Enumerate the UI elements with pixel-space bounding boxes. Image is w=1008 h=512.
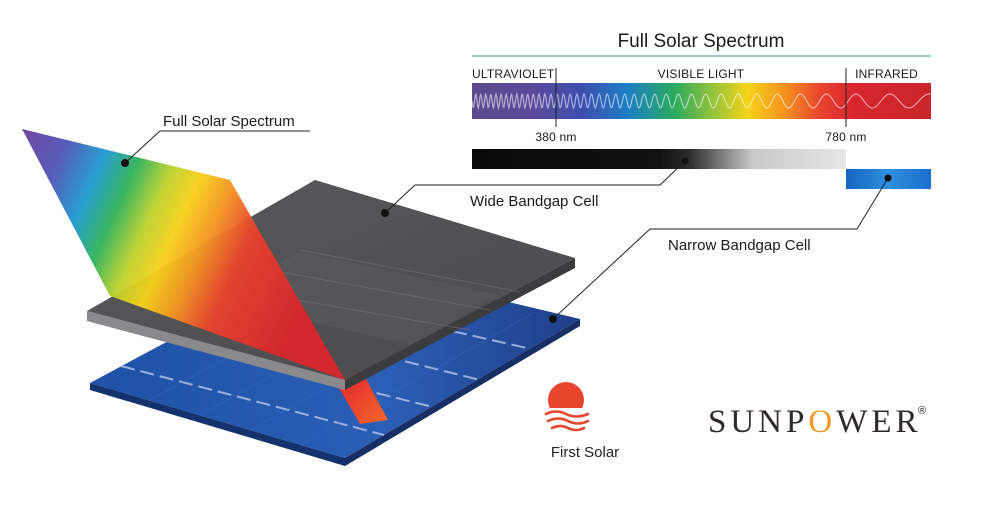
callouts: Full Solar Spectrum Wide Bandgap Cell Na… <box>121 113 892 323</box>
first-solar-logo: First Solar <box>544 382 619 461</box>
spectrum-title: Full Solar Spectrum <box>618 31 785 52</box>
gray-cell-edge-side <box>345 258 575 390</box>
band-infrared: INFRARED <box>855 67 918 81</box>
spectrum-wave <box>472 91 931 111</box>
callout-wide-bandgap-dot-spectrum <box>681 157 689 165</box>
sunpower-wordmark: SUNPOWER <box>708 404 922 440</box>
label-full-solar-spectrum: Full Solar Spectrum <box>163 113 295 130</box>
first-solar-wordmark: First Solar <box>551 444 619 461</box>
label-narrow-bandgap-cell: Narrow Bandgap Cell <box>668 237 811 254</box>
incoming-spectrum-beam <box>22 129 345 380</box>
sunpower-logo: SUNPOWER ® <box>708 404 926 440</box>
callout-full-spectrum-dot <box>121 159 129 167</box>
blue-cell-edge-side <box>345 319 580 466</box>
wide-bandgap-absorption-bar <box>472 149 846 169</box>
band-visible-light: VISIBLE LIGHT <box>658 67 745 81</box>
callout-full-spectrum-line <box>124 130 310 164</box>
gray-cell-edge-front <box>87 311 345 390</box>
blue-cell-edge-front <box>90 383 345 466</box>
first-solar-wave-icon <box>544 410 590 432</box>
band-ultraviolet: ULTRAVIOLET <box>472 67 555 81</box>
label-wide-bandgap-cell: Wide Bandgap Cell <box>470 193 598 210</box>
marker-380nm-label: 380 nm <box>535 130 576 144</box>
callout-narrow-bandgap-dot <box>549 315 557 323</box>
spectrum-panel: Full Solar Spectrum ULTRAVIOLET VISIBLE … <box>472 31 931 189</box>
sunpower-registered-mark: ® <box>918 405 926 417</box>
marker-780nm-label: 780 nm <box>825 130 866 144</box>
callout-wide-bandgap-line <box>384 160 686 214</box>
callout-narrow-bandgap-line <box>552 177 889 320</box>
callout-narrow-bandgap-dot-spectrum <box>884 174 892 182</box>
callout-wide-bandgap-dot <box>381 209 389 217</box>
